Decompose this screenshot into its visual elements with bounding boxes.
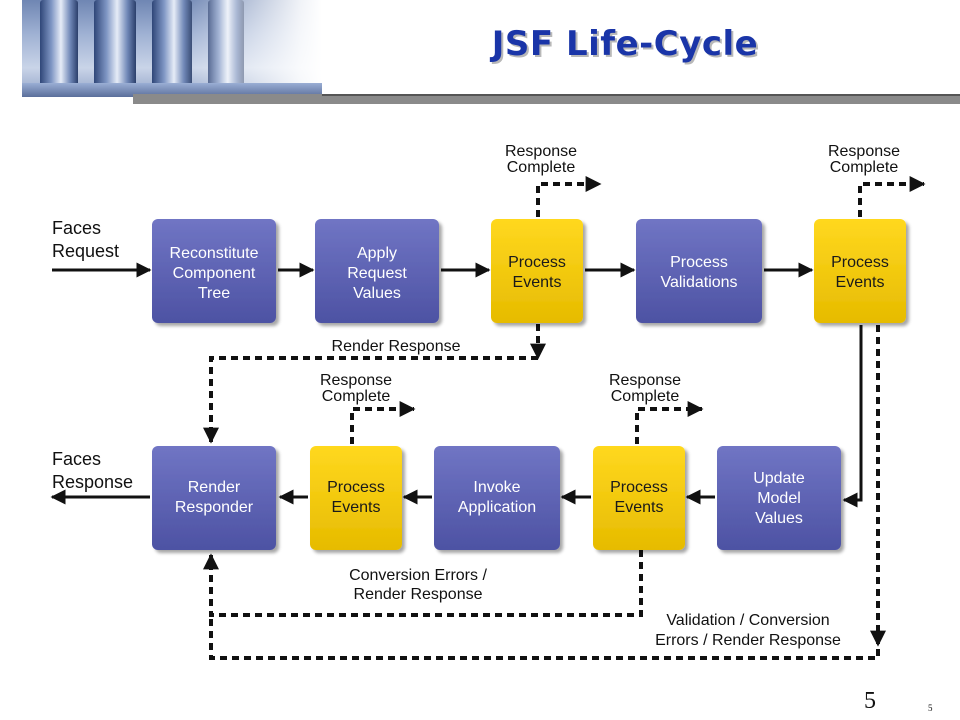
process-events-box-4[interactable]: Process Events: [310, 446, 402, 550]
title-underline-edge: [322, 94, 960, 96]
conversion-errors-arrow: [203, 550, 643, 617]
svg-text:Render Response: Render Response: [354, 586, 483, 603]
header-banner-image: [22, 0, 322, 97]
svg-text:Events: Events: [615, 499, 664, 516]
title-underline-bar: [133, 94, 960, 104]
arrow-events2-to-update-model: [842, 325, 863, 508]
svg-text:Process: Process: [831, 254, 889, 271]
process-events-box-2[interactable]: Process Events: [814, 219, 906, 323]
slide-title: JSF Life-Cycle: [491, 24, 759, 64]
svg-text:Process: Process: [670, 254, 728, 271]
svg-text:Conversion Errors /: Conversion Errors /: [349, 567, 487, 584]
svg-text:Process: Process: [327, 479, 385, 496]
svg-text:Faces: Faces: [52, 449, 101, 469]
svg-text:Request: Request: [347, 265, 407, 282]
render-response-arrow: [203, 356, 538, 444]
validation-errors-line: [209, 325, 880, 660]
svg-text:Events: Events: [836, 274, 885, 291]
phase-update-model-values[interactable]: Update Model Values: [717, 446, 841, 550]
svg-text:Model: Model: [757, 490, 801, 507]
svg-text:Events: Events: [513, 274, 562, 291]
validation-errors-label: Validation / Conversion Errors / Render …: [655, 612, 841, 649]
svg-text:Application: Application: [458, 499, 536, 516]
response-complete-label-1: Response Complete: [505, 143, 577, 176]
process-events-box-3[interactable]: Process Events: [593, 446, 685, 550]
svg-text:Values: Values: [755, 510, 803, 527]
response-complete-arrow-1: [536, 176, 602, 217]
svg-text:Complete: Complete: [830, 159, 899, 176]
svg-text:Reconstitute: Reconstitute: [170, 245, 259, 262]
svg-text:Response: Response: [609, 372, 681, 389]
response-complete-arrow-3: [350, 401, 416, 444]
svg-text:Invoke: Invoke: [473, 479, 520, 496]
main-flow-arrows: [50, 262, 863, 508]
page-number: 5: [864, 688, 876, 714]
response-complete-label-4: Response Complete: [609, 372, 681, 405]
phase-reconstitute-component-tree[interactable]: Reconstitute Component Tree: [152, 219, 276, 323]
response-complete-label-2: Response Complete: [828, 143, 900, 176]
svg-text:Complete: Complete: [611, 388, 680, 405]
svg-text:Tree: Tree: [198, 285, 230, 302]
svg-text:Response: Response: [828, 143, 900, 160]
phase-render-responder[interactable]: Render Responder: [152, 446, 276, 550]
svg-text:Complete: Complete: [322, 388, 391, 405]
svg-text:Response: Response: [52, 472, 133, 492]
response-complete-arrow-2: [858, 176, 926, 217]
svg-text:Render: Render: [188, 479, 241, 496]
svg-text:Response: Response: [320, 372, 392, 389]
svg-text:Values: Values: [353, 285, 401, 302]
dashed-flow-arrows: [203, 176, 926, 660]
svg-text:Request: Request: [52, 241, 119, 261]
svg-text:Update: Update: [753, 470, 805, 487]
render-response-label: Render Response: [332, 338, 461, 355]
svg-text:Response: Response: [505, 143, 577, 160]
svg-text:Process: Process: [508, 254, 566, 271]
phase-process-validations[interactable]: Process Validations: [636, 219, 762, 323]
response-complete-arrow-4: [635, 401, 704, 444]
svg-text:Complete: Complete: [507, 159, 576, 176]
page-number-small: 5: [928, 703, 933, 713]
faces-response-label: Faces Response: [52, 449, 133, 492]
svg-text:Responder: Responder: [175, 499, 254, 516]
svg-text:Errors / Render Response: Errors / Render Response: [655, 632, 841, 649]
process-events-box-1[interactable]: Process Events: [491, 219, 583, 323]
svg-text:Component: Component: [173, 265, 256, 282]
conversion-errors-label: Conversion Errors / Render Response: [349, 567, 487, 603]
svg-text:Validation / Conversion: Validation / Conversion: [666, 612, 829, 629]
svg-text:Apply: Apply: [357, 245, 397, 262]
phase-invoke-application[interactable]: Invoke Application: [434, 446, 560, 550]
phase-apply-request-values[interactable]: Apply Request Values: [315, 219, 439, 323]
response-complete-label-3: Response Complete: [320, 372, 392, 405]
svg-text:Validations: Validations: [660, 274, 737, 291]
svg-text:Process: Process: [610, 479, 668, 496]
svg-text:Events: Events: [332, 499, 381, 516]
svg-text:Faces: Faces: [52, 218, 101, 238]
faces-request-label: Faces Request: [52, 218, 119, 261]
